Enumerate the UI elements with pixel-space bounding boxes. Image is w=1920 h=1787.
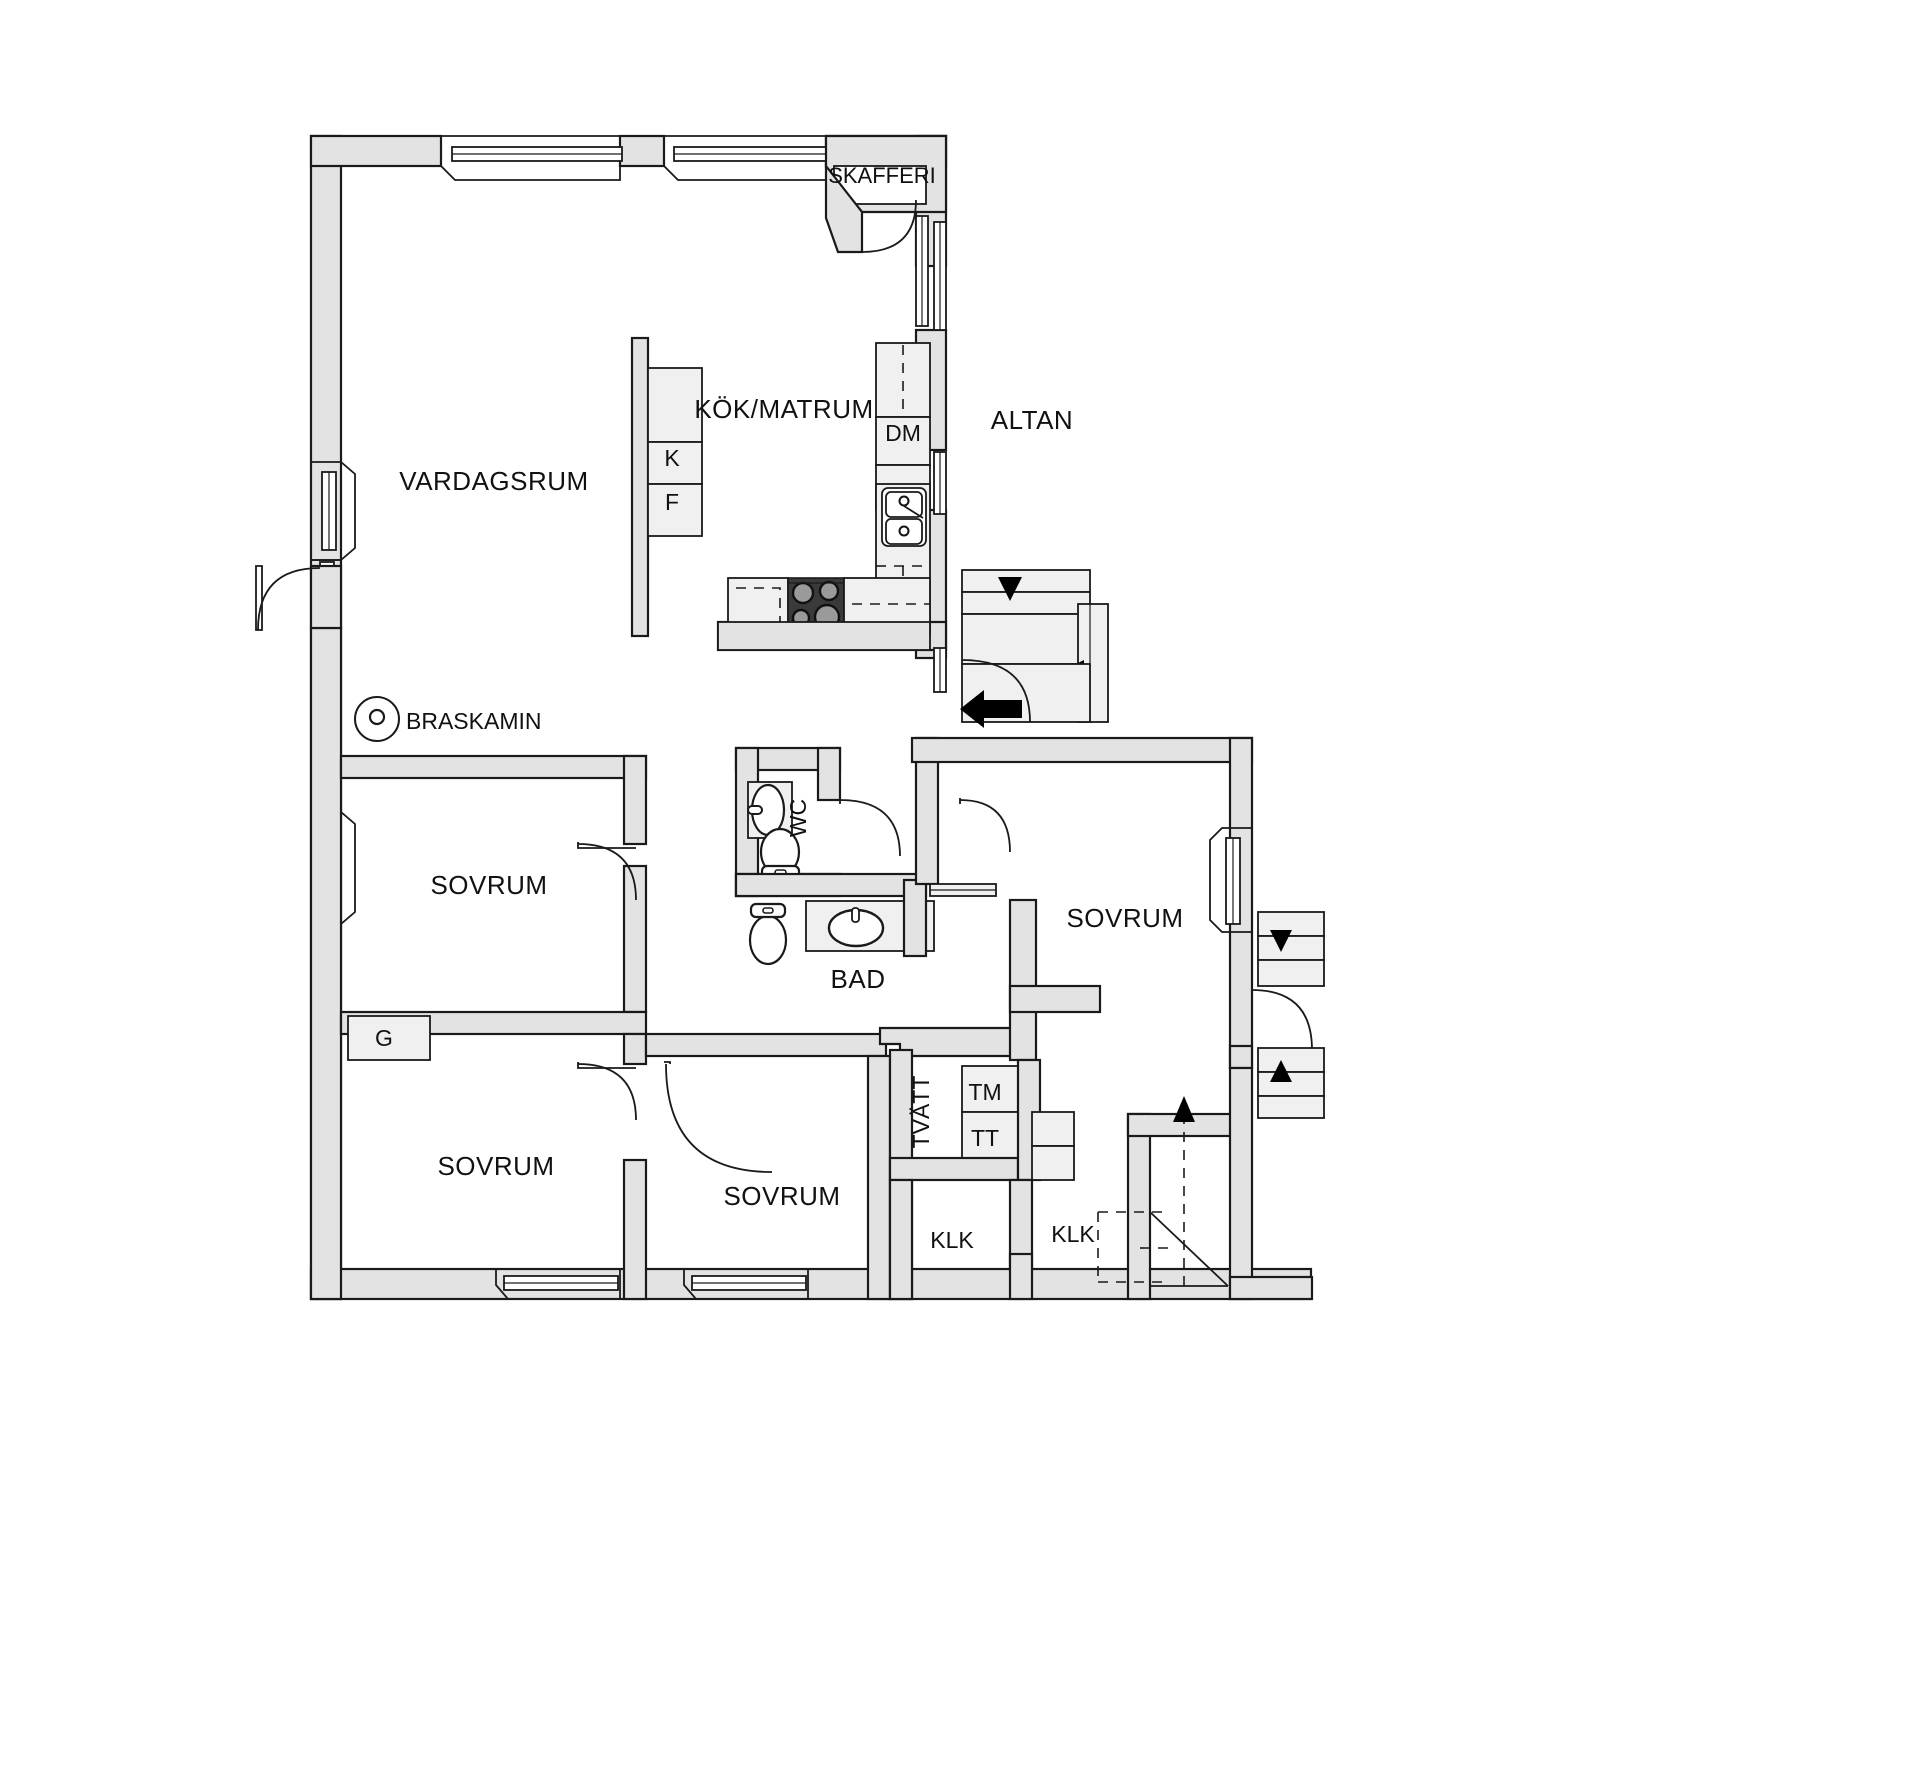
room-bad <box>734 872 1032 1058</box>
stair-direction-arrow-up-inner <box>1173 1096 1195 1122</box>
appliance-label-tm: TM <box>968 1079 1001 1105</box>
washbasin-icon <box>747 781 793 839</box>
room-vardagsrum <box>255 559 343 1301</box>
right-lower-wall <box>1228 1066 1314 1301</box>
room-klk-2 <box>1097 1112 1238 1301</box>
dishwasher-unit <box>875 416 931 466</box>
tumble-dryer-unit <box>961 1111 1019 1159</box>
appliance-label-tt: TT <box>971 1125 999 1151</box>
fireplace-icon <box>354 696 400 742</box>
appliance-label-k: K <box>664 445 680 471</box>
room-label-wc: WC <box>785 799 811 837</box>
altan-terrace <box>933 221 1109 728</box>
room-sovrum-2 <box>577 1032 648 1301</box>
room-label-sovrum-1: SOVRUM <box>430 870 547 900</box>
room-label-altan: ALTAN <box>991 405 1073 435</box>
room-label-klk-2: KLK <box>1051 1221 1095 1247</box>
stair-direction-arrow-down-east <box>1270 930 1292 952</box>
entrance-arrow-left <box>960 690 1022 728</box>
appliance-label-dm: DM <box>885 420 921 446</box>
room-label-tvatt: TVÄTT <box>908 1076 934 1149</box>
interior-stairs <box>1149 1096 1229 1287</box>
hallway-walls <box>914 736 1102 1062</box>
room-skafferi <box>824 134 948 327</box>
room-sovrum-3 <box>644 1032 892 1301</box>
appliance-label-g: G <box>375 1025 393 1051</box>
window-group-bottom <box>495 1268 809 1300</box>
kitchen-cabinet-f <box>647 483 703 537</box>
room-label-klk-1: KLK <box>930 1227 974 1253</box>
stair-direction-arrow-down <box>998 577 1022 601</box>
kitchen-partition <box>630 336 703 638</box>
feature-label-braskamin: BRASKAMIN <box>406 708 541 734</box>
room-label-vardagsrum: VARDAGSRUM <box>399 466 588 496</box>
east-exterior-steps <box>1257 911 1325 1119</box>
appliance-label-f: F <box>665 489 679 515</box>
wardrobe-g <box>347 1015 431 1061</box>
room-label-kok-matrum: KÖK/MATRUM <box>694 394 873 424</box>
kitchen-counter-bottom <box>717 577 931 651</box>
stair-direction-arrow-up-east <box>1270 1060 1292 1082</box>
room-label-bad: BAD <box>831 964 886 994</box>
toilet-icon-bad <box>748 902 788 966</box>
room-klk-1 <box>888 1178 1034 1301</box>
room-label-sovrum-3: SOVRUM <box>723 1181 840 1211</box>
room-label-sovrum-2: SOVRUM <box>437 1151 554 1181</box>
room-label-skafferi: SKAFFERI <box>828 163 936 188</box>
room-label-sovrum-4: SOVRUM <box>1066 903 1183 933</box>
kitchen-sink-icon <box>881 487 927 547</box>
